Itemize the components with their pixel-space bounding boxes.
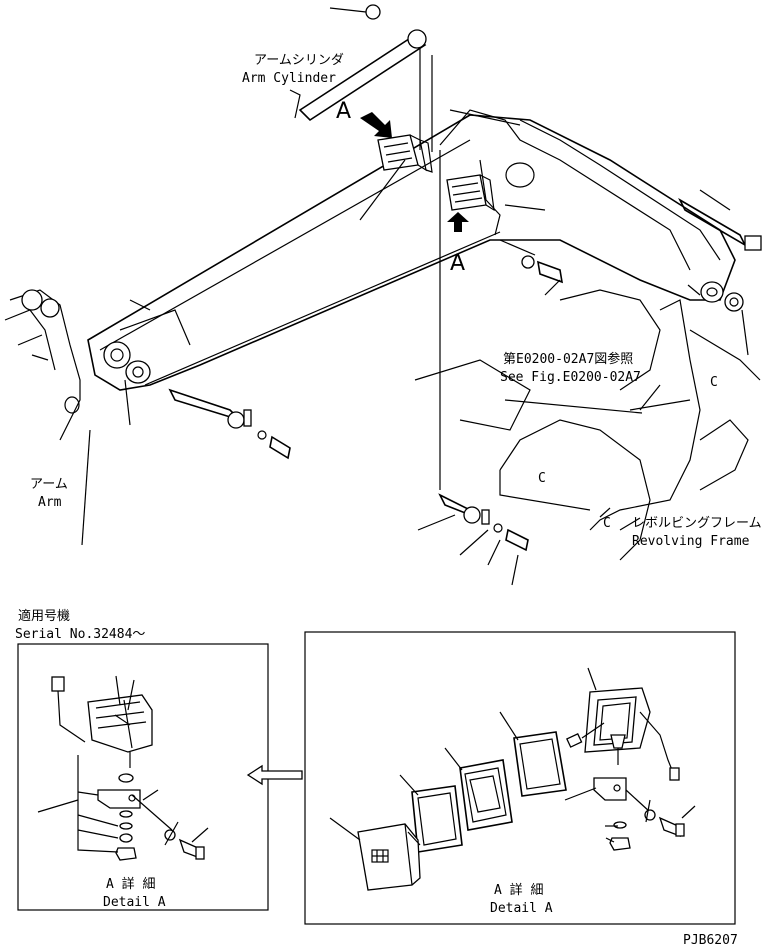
arrow-icon — [447, 212, 469, 232]
drawing-number: PJB6207 — [683, 933, 738, 948]
svg-text:C: C — [603, 516, 611, 531]
revolving-frame-en-label: Revolving Frame — [632, 534, 750, 549]
arm-cylinder-jp-label: アームシリンダ — [254, 53, 344, 68]
view-a-mid-label: A — [450, 251, 465, 276]
detail-a-right-panel: A 詳 細 Detail A — [304, 631, 736, 925]
svg-text:C: C — [538, 471, 546, 486]
detail-a-left-jp-label: A 詳 細 — [106, 876, 155, 892]
see-fig-en-label: See Fig.E0200-02A7 — [500, 370, 641, 385]
revolving-frame-jp-label: レボルビングフレーム — [632, 516, 762, 531]
serial-en-label: Serial No.32484～ — [15, 627, 145, 642]
arm-assembly: C C C — [4, 4, 762, 586]
arrow-icon — [360, 112, 392, 138]
detail-a-right-jp-label: A 詳 細 — [494, 882, 543, 898]
svg-text:C: C — [710, 375, 718, 390]
hollow-arrow-icon — [246, 764, 303, 786]
view-a-top-label: A — [336, 99, 351, 124]
arm-cylinder-en-label: Arm Cylinder — [242, 71, 336, 86]
see-fig-jp-label: 第E0200-02A7図参照 — [503, 351, 633, 367]
arm-en-label: Arm — [38, 495, 62, 510]
detail-a-left-panel: A 詳 細 Detail A — [17, 643, 269, 911]
detail-a-right-en-label: Detail A — [490, 901, 553, 916]
work-lamp-arm-left — [377, 134, 433, 173]
detail-a-left-en-label: Detail A — [103, 895, 166, 910]
serial-jp-label: 適用号機 — [18, 608, 70, 624]
work-lamp-arm-center — [446, 174, 495, 212]
arm-jp-label: アーム — [30, 477, 68, 492]
